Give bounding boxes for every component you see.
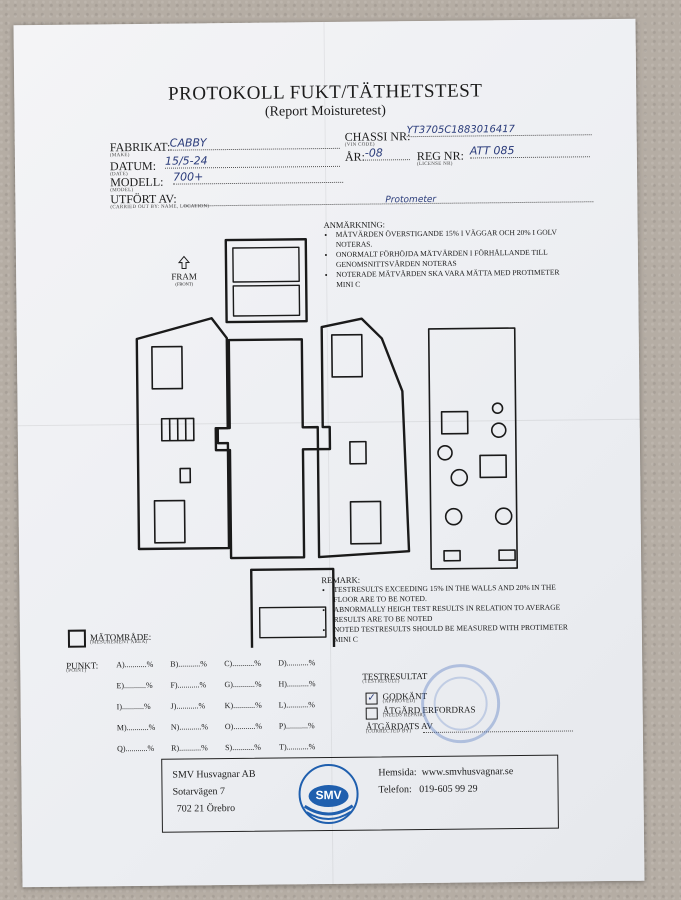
remark-item: NOTED TESTRESULTS SHOULD BE MEASURED WIT… <box>334 622 582 645</box>
right-window-front <box>330 333 364 378</box>
company-name: SMV Husvagnar AB <box>172 768 256 781</box>
punkt-grid: A)...........% B)...........% C)..........… <box>116 658 333 765</box>
remark-item: ABNORMALLY HEIGH TEST RESULTS IN RELATIO… <box>334 602 582 625</box>
hemsida-row: Hemsida: www.smvhusvagnar.se <box>378 766 514 779</box>
ar-value[interactable]: -08 <box>364 146 410 161</box>
point-field[interactable]: R)...........% <box>171 743 208 753</box>
reg-label: REG NR:(LICENSE NR) <box>416 148 464 168</box>
punkt-label: PUNKT:(POINT) <box>66 660 99 674</box>
fabrikat-value[interactable]: CABBY <box>169 134 340 151</box>
roof-skylight-1 <box>440 410 469 435</box>
point-field[interactable]: F)...........% <box>170 680 207 690</box>
company-city: 702 21 Örebro <box>176 803 236 815</box>
phone-number[interactable]: 019-605 99 29 <box>419 783 478 796</box>
company-street: Sotarvägen 7 <box>172 786 226 798</box>
punkt-row: A)...........% B)...........% C)..........… <box>116 658 332 681</box>
ar-label: ÅR: <box>344 149 365 164</box>
right-wall-panel[interactable] <box>316 317 411 559</box>
utfort-value[interactable]: Protometer <box>385 194 437 206</box>
point-field[interactable]: C)...........% <box>224 658 261 669</box>
point-field[interactable]: E)...........% <box>116 680 153 691</box>
front-indicator: FRAM (FRONT) <box>164 255 204 287</box>
left-window-front <box>151 345 184 390</box>
right-vent <box>349 440 367 465</box>
smv-logo: SMV <box>296 762 361 827</box>
point-field[interactable]: P)...........% <box>278 721 315 731</box>
datum-value[interactable]: 15/5-24 <box>164 152 341 169</box>
left-window-rear <box>153 499 186 544</box>
matomrade-legend-box <box>67 629 87 648</box>
point-field[interactable]: K)...........% <box>224 700 262 711</box>
point-field[interactable]: M)...........% <box>116 722 156 733</box>
point-field[interactable]: I)...........% <box>116 701 151 712</box>
punkt-row: E)...........% F)...........% G)..........… <box>116 679 332 702</box>
footer-box: SMV Husvagnar AB Sotarvägen 7 702 21 Öre… <box>161 754 559 833</box>
front-window <box>232 246 300 283</box>
point-field[interactable]: G)...........% <box>224 679 262 690</box>
website-link[interactable]: www.smvhusvagnar.se <box>421 766 514 779</box>
right-window-rear <box>349 500 382 545</box>
point-field[interactable]: J)...........% <box>170 701 206 711</box>
rear-window <box>258 606 327 639</box>
modell-label: MODELL:(MODEL) <box>110 174 164 194</box>
telefon-row: Telefon: 019-605 99 29 <box>378 783 478 796</box>
point-field[interactable]: D)...........% <box>278 658 316 668</box>
front-hatch <box>232 284 301 317</box>
matomrade-label: MÄTOMRÅDE:(MESUREMENT AREA) <box>89 631 152 646</box>
chassi-label: CHASSI NR:(VIN CODE) <box>344 129 411 148</box>
caravan-floorplan-diagram <box>135 238 519 650</box>
atgard-checkbox[interactable] <box>365 707 378 720</box>
remark-item: TESTRESULTS EXCEEDING 15% IN THE WALLS A… <box>333 582 581 605</box>
punkt-row: M)...........% N)...........% O)..........… <box>117 721 333 744</box>
point-field[interactable]: O)...........% <box>224 721 263 732</box>
point-field[interactable]: A)...........% <box>116 659 154 670</box>
point-field[interactable]: S)...........% <box>225 742 261 753</box>
floor-panel[interactable] <box>214 338 320 560</box>
left-socket <box>179 467 192 484</box>
left-wall-panel[interactable] <box>135 317 231 551</box>
rear-wall-panel[interactable] <box>250 567 336 650</box>
point-field[interactable]: Q)...........% <box>117 743 155 754</box>
point-field[interactable]: T)...........% <box>279 742 316 752</box>
remark-block: REMARK: TESTRESULTS EXCEEDING 15% IN THE… <box>321 572 582 645</box>
point-field[interactable]: H)...........% <box>278 679 316 689</box>
front-wall-panel[interactable] <box>224 238 308 324</box>
roof-panel[interactable] <box>427 327 519 570</box>
reg-value[interactable]: ATT 085 <box>469 143 590 159</box>
punkt-row: I)...........% J)...........% K)..........… <box>117 700 333 723</box>
chassi-value[interactable]: YT3705C1883016417 <box>406 123 592 138</box>
smv-logo-icon <box>298 764 359 825</box>
godkant-checkbox[interactable]: ✓ <box>365 692 378 705</box>
point-field[interactable]: L)...........% <box>278 700 315 710</box>
fabrikat-label: FABRIKAT:(MAKE) <box>109 139 171 159</box>
report-sheet: PROTOKOLL FUKT/TÄTHETSTEST (Report Moist… <box>13 18 645 888</box>
roof-skylight-2 <box>479 454 508 479</box>
approval-stamp <box>421 664 501 744</box>
point-field[interactable]: B)...........% <box>170 659 207 669</box>
modell-value[interactable]: 700+ <box>173 168 344 185</box>
arrow-up-icon <box>177 255 191 270</box>
point-field[interactable]: N)...........% <box>170 722 209 732</box>
logo-text: SMV <box>315 787 342 803</box>
